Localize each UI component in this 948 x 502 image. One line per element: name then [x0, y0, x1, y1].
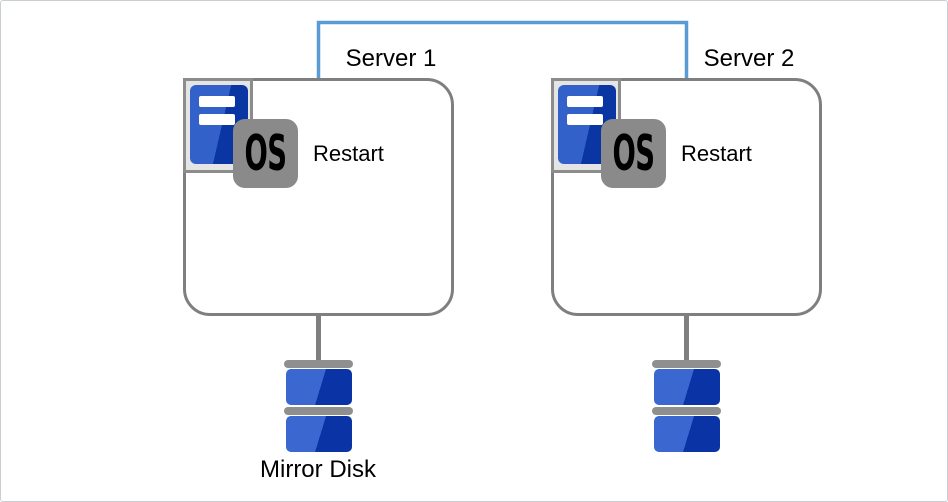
disk-cap — [284, 407, 353, 415]
disk-platter — [653, 369, 720, 405]
disk-cap — [652, 360, 721, 368]
server2-disk-connector — [684, 316, 689, 361]
disk-cap — [652, 407, 721, 415]
disk-cap — [284, 360, 353, 368]
disk-platter — [285, 369, 352, 405]
tower-slot — [567, 114, 603, 125]
os-badge-label: OS — [612, 125, 656, 182]
tower-slot — [199, 114, 235, 125]
mirror-disk-icon — [284, 360, 353, 454]
mirror-disk-label: Mirror Disk — [260, 456, 376, 483]
tower-slot — [199, 96, 235, 107]
server2-restart-label: Restart — [681, 140, 752, 166]
server2-label: Server 2 — [703, 45, 795, 72]
disk-platter — [653, 416, 720, 452]
os-badge-icon: OS — [601, 119, 666, 188]
os-badge-label: OS — [244, 125, 288, 182]
server1-disk-connector — [316, 316, 321, 361]
tower-slot — [567, 96, 603, 107]
server1-label: Server 1 — [345, 45, 437, 72]
server1-group: Server 1 OS Restart Mirror Disk — [183, 1, 454, 501]
server2-group: Server 2 OS Restart — [551, 1, 822, 501]
mirror-disk-icon — [652, 360, 721, 454]
os-badge-icon: OS — [233, 119, 298, 188]
disk-platter — [285, 416, 352, 452]
server1-restart-label: Restart — [313, 140, 384, 166]
